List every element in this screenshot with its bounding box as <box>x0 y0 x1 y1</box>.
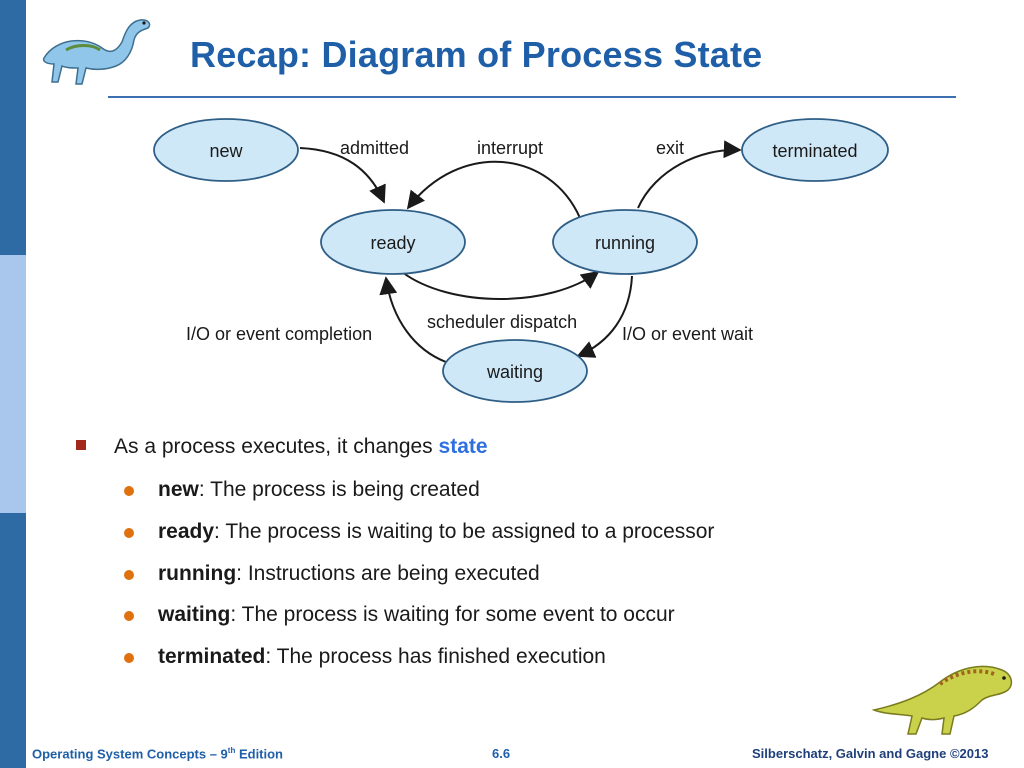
item-term: terminated <box>158 645 266 668</box>
item-description: : The process is waiting to be assigned … <box>214 520 715 543</box>
footer-book-title: Operating System Concepts – 9th Edition <box>32 746 284 762</box>
process-state-diagram: new terminated ready running waiting adm… <box>153 118 889 403</box>
dinosaur-logo-bottom <box>871 665 1013 735</box>
square-bullet-icon <box>76 440 86 450</box>
label-admitted: admitted <box>340 138 409 158</box>
arrow-io-wait <box>576 275 633 358</box>
side-band-middle <box>0 255 26 513</box>
state-label-waiting: waiting <box>486 362 543 382</box>
main-bullet-text: As a process executes, it changes <box>114 435 439 458</box>
item-description: : Instructions are being executed <box>236 562 540 585</box>
dot-bullet-icon <box>124 611 134 621</box>
item-description: : The process is waiting for some event … <box>230 603 675 626</box>
state-label-running: running <box>595 233 655 253</box>
dinosaur-logo-top <box>42 19 151 85</box>
item-description: : The process has finished execution <box>265 645 606 668</box>
label-exit: exit <box>656 138 684 158</box>
state-node-ready: ready <box>320 209 466 275</box>
item-term: ready <box>158 520 215 543</box>
arrow-exit <box>637 140 742 209</box>
label-scheduler-dispatch: scheduler dispatch <box>427 312 577 332</box>
item-term: running <box>158 562 237 585</box>
dot-bullet-icon <box>124 653 134 663</box>
footer-authors: Silberschatz, Galvin and Gagne ©2013 <box>752 746 989 761</box>
label-io-completion: I/O or event completion <box>186 324 372 344</box>
label-interrupt: interrupt <box>477 138 543 158</box>
dot-bullet-icon <box>124 570 134 580</box>
slide-title: Recap: Diagram of Process State <box>190 34 763 75</box>
arrow-io-completion <box>379 276 447 363</box>
label-io-wait: I/O or event wait <box>622 324 753 344</box>
item-description: : The process is being created <box>198 478 480 501</box>
side-band-top <box>0 0 26 255</box>
state-label-ready: ready <box>370 233 415 253</box>
state-highlight: state <box>438 435 488 458</box>
state-node-running: running <box>552 209 698 275</box>
item-term: new <box>158 478 199 501</box>
dot-bullet-icon <box>124 528 134 538</box>
item-term: waiting <box>158 603 231 626</box>
dot-bullet-icon <box>124 486 134 496</box>
arrow-admitted <box>299 147 386 204</box>
state-label-new: new <box>209 141 243 161</box>
arrow-interrupt <box>406 160 581 219</box>
state-node-waiting: waiting <box>442 339 588 403</box>
title-divider <box>108 96 956 98</box>
side-band-bottom <box>0 513 26 768</box>
state-node-terminated: terminated <box>741 118 889 182</box>
state-node-new: new <box>153 118 299 182</box>
arrow-scheduler-dispatch <box>401 270 600 300</box>
footer-page-number: 6.6 <box>492 746 511 761</box>
state-label-terminated: terminated <box>772 141 857 161</box>
